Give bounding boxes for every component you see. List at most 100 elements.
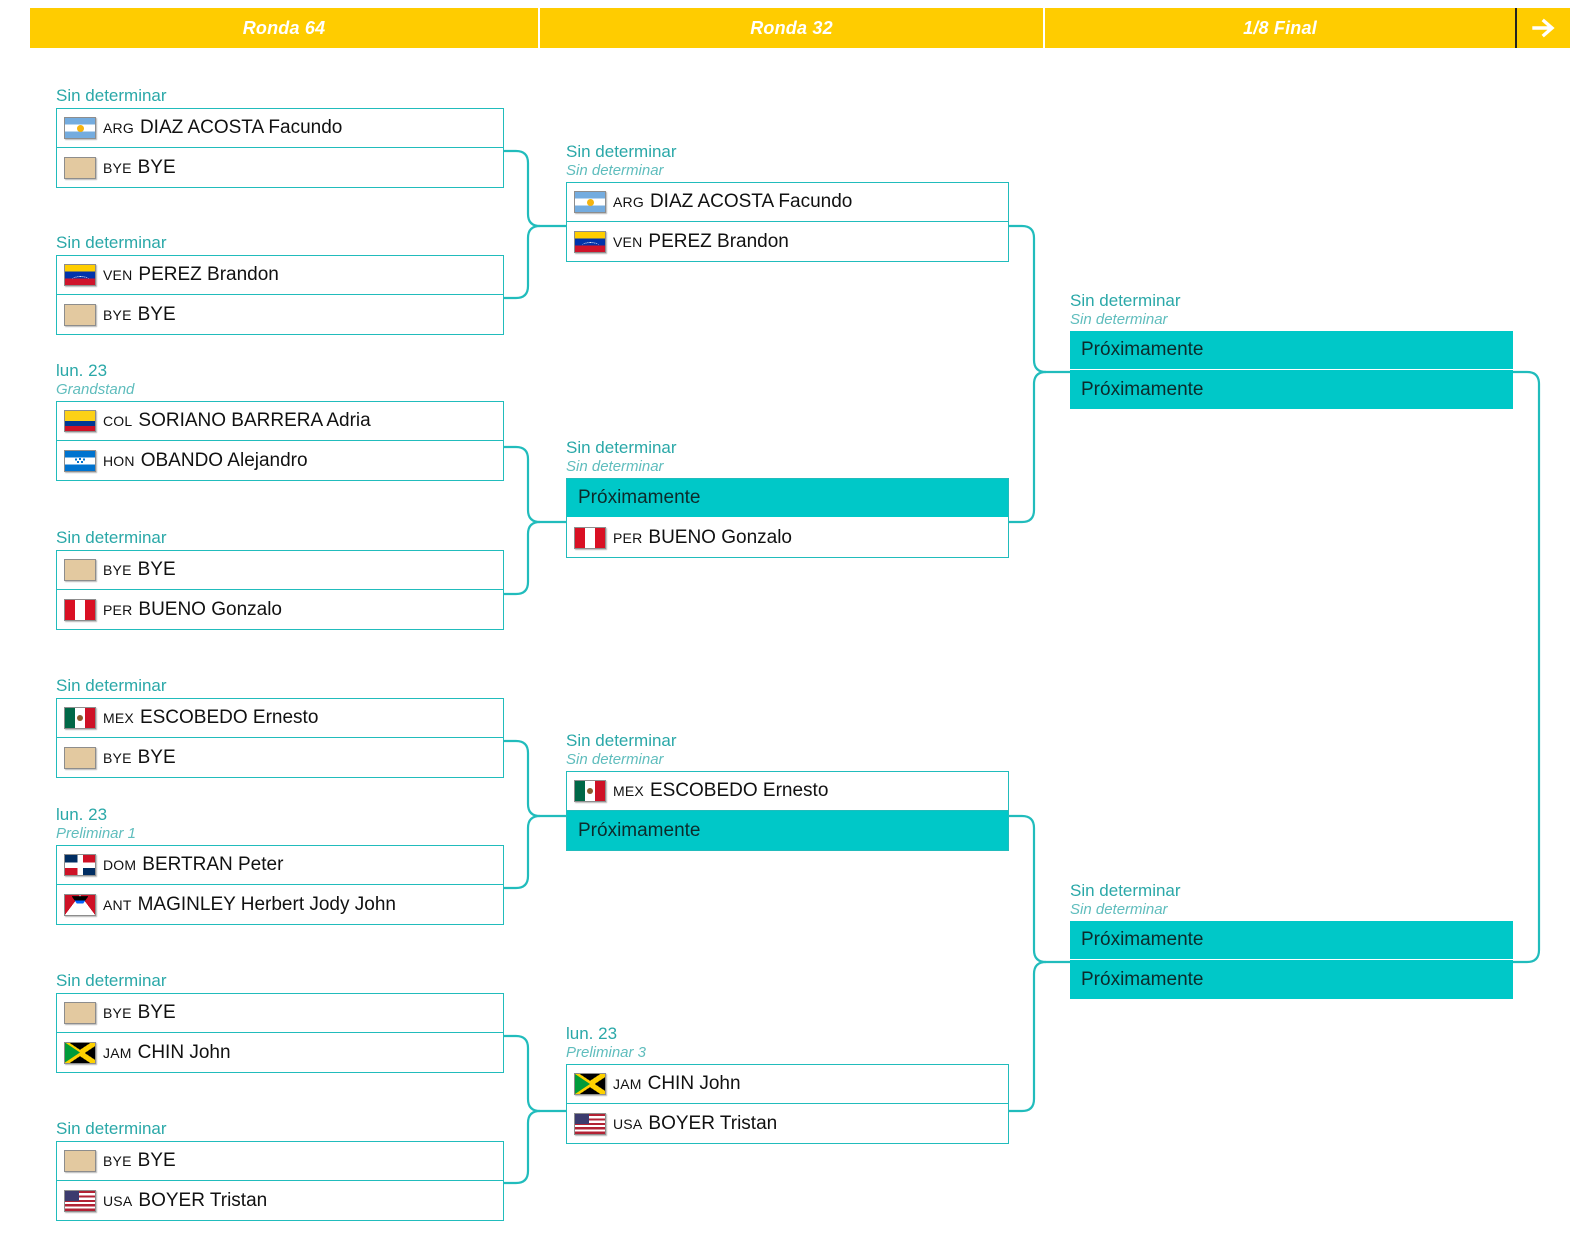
match-court: Preliminar 1 bbox=[56, 825, 137, 842]
flag-hon-icon bbox=[64, 449, 96, 472]
match-date: Sin determinar bbox=[56, 233, 167, 252]
player-row[interactable]: VEN PEREZ Brandon bbox=[57, 256, 503, 295]
next-round-button[interactable] bbox=[1517, 8, 1570, 48]
player-country-code: VEN bbox=[103, 267, 133, 283]
flag-bye-icon bbox=[64, 746, 96, 769]
flag-ant-icon bbox=[64, 893, 96, 916]
player-country-code: JAM bbox=[613, 1076, 642, 1092]
player-row[interactable]: BYE BYE bbox=[57, 148, 503, 187]
player-row[interactable]: BYE BYE bbox=[57, 295, 503, 334]
flag-bye-icon bbox=[64, 559, 96, 581]
flag-ven-icon bbox=[64, 264, 96, 286]
player-row-tba[interactable]: Próximamente bbox=[1070, 921, 1513, 960]
player-row[interactable]: BYE BYE bbox=[57, 551, 503, 590]
match-box: ARG DIAZ ACOSTA Facundo BYE BYE bbox=[56, 108, 504, 188]
match-court: Sin determinar bbox=[1070, 311, 1168, 328]
player-name: DIAZ ACOSTA Facundo bbox=[139, 117, 343, 138]
flag-usa-icon bbox=[64, 1189, 96, 1212]
match-date: Sin determinar bbox=[56, 528, 167, 547]
player-row[interactable]: PER BUENO Gonzalo bbox=[57, 590, 503, 629]
player-name: BYE bbox=[137, 746, 176, 768]
match-r32-2[interactable]: Sin determinar Sin determinar Próximamen… bbox=[566, 438, 1009, 558]
player-name: PEREZ Brandon bbox=[648, 230, 789, 252]
player-row[interactable]: ANT MAGINLEY Herbert Jody John bbox=[57, 885, 503, 924]
match-court: Preliminar 3 bbox=[566, 1044, 647, 1061]
match-date: Sin determinar bbox=[566, 142, 677, 161]
player-row-tba[interactable]: Próximamente bbox=[1070, 960, 1513, 999]
flag-mex-icon bbox=[574, 780, 606, 802]
player-row[interactable]: BYE BYE bbox=[57, 1142, 503, 1181]
player-country-code: DOM bbox=[103, 857, 137, 873]
match-box: COL SORIANO BARRERA Adria HON OBANDO Ale… bbox=[56, 401, 504, 481]
coming-soon-label: Próximamente bbox=[1081, 929, 1204, 950]
player-row-tba[interactable]: Próximamente bbox=[1070, 370, 1513, 409]
match-date: Sin determinar bbox=[1070, 291, 1181, 310]
match-r64-8[interactable]: Sin determinar BYE BYE USA BOYER Tristan bbox=[56, 1119, 504, 1221]
flag-bye-icon bbox=[64, 1002, 96, 1024]
match-r32-1[interactable]: Sin determinar Sin determinar ARG DIAZ A… bbox=[566, 142, 1009, 262]
player-row[interactable]: HON OBANDO Alejandro bbox=[57, 441, 503, 480]
player-row[interactable]: USA BOYER Tristan bbox=[57, 1181, 503, 1220]
player-row[interactable]: COL SORIANO BARRERA Adria bbox=[57, 402, 503, 441]
player-row[interactable]: MEX ESCOBEDO Ernesto bbox=[567, 772, 1008, 811]
player-country-code: PER bbox=[613, 529, 643, 546]
player-name: MAGINLEY Herbert Jody John bbox=[137, 893, 396, 915]
match-octavos-1[interactable]: Sin determinar Sin determinar Próximamen… bbox=[1070, 291, 1513, 409]
player-row[interactable]: ARG DIAZ ACOSTA Facundo bbox=[567, 183, 1008, 222]
player-row[interactable]: DOM BERTRAN Peter bbox=[57, 846, 503, 885]
player-row-tba[interactable]: Próximamente bbox=[567, 811, 1008, 850]
player-row[interactable]: PER BUENO Gonzalo bbox=[567, 518, 1008, 557]
player-country-code: COL bbox=[103, 413, 133, 429]
match-r64-6[interactable]: lun. 23 Preliminar 1 DOM BERTRAN Peter A… bbox=[56, 805, 504, 925]
match-box: DOM BERTRAN Peter ANT MAGINLEY Herbert J… bbox=[56, 845, 504, 925]
match-date: Sin determinar bbox=[56, 676, 167, 695]
match-r64-1[interactable]: Sin determinar ARG DIAZ ACOSTA Facundo B… bbox=[56, 86, 504, 188]
flag-arg-icon bbox=[574, 191, 606, 213]
player-row[interactable]: JAM CHIN John bbox=[57, 1033, 503, 1072]
round-header-octavos[interactable]: 1/8 Final bbox=[1045, 8, 1517, 48]
player-name: OBANDO Alejandro bbox=[140, 449, 308, 471]
player-country-code: BYE bbox=[103, 562, 132, 578]
match-r64-7[interactable]: Sin determinar BYE BYE JAM CHIN John bbox=[56, 971, 504, 1073]
player-country-code: VEN bbox=[613, 233, 643, 250]
player-name: ESCOBEDO Ernesto bbox=[139, 707, 319, 728]
player-country-code: BYE bbox=[103, 1005, 132, 1021]
player-row[interactable]: BYE BYE bbox=[57, 994, 503, 1033]
flag-dom-icon bbox=[64, 854, 96, 876]
match-r32-4[interactable]: lun. 23 Preliminar 3 JAM CHIN John USA B… bbox=[566, 1024, 1009, 1144]
player-name: SORIANO BARRERA Adria bbox=[138, 410, 371, 431]
flag-arg-icon bbox=[64, 117, 96, 139]
player-row[interactable]: JAM CHIN John bbox=[567, 1065, 1008, 1104]
player-country-code: ANT bbox=[103, 896, 132, 913]
player-name: CHIN John bbox=[137, 1041, 231, 1063]
player-row-tba[interactable]: Próximamente bbox=[1070, 331, 1513, 370]
player-country-code: USA bbox=[613, 1115, 643, 1132]
match-r64-2[interactable]: Sin determinar VEN PEREZ Brandon BYE BYE bbox=[56, 233, 504, 335]
player-row[interactable]: MEX ESCOBEDO Ernesto bbox=[57, 699, 503, 738]
player-name: DIAZ ACOSTA Facundo bbox=[649, 191, 853, 212]
match-date: lun. 23 bbox=[56, 805, 108, 824]
player-name: BOYER Tristan bbox=[138, 1189, 268, 1211]
player-row[interactable]: BYE BYE bbox=[57, 738, 503, 777]
match-r64-5[interactable]: Sin determinar MEX ESCOBEDO Ernesto BYE … bbox=[56, 676, 504, 778]
match-date: Sin determinar bbox=[566, 731, 677, 750]
match-box: BYE BYE USA BOYER Tristan bbox=[56, 1141, 504, 1221]
player-name: BYE bbox=[137, 559, 176, 580]
player-row-tba[interactable]: Próximamente bbox=[567, 479, 1008, 518]
player-country-code: JAM bbox=[103, 1044, 132, 1061]
player-row[interactable]: ARG DIAZ ACOSTA Facundo bbox=[57, 109, 503, 148]
match-r64-3[interactable]: lun. 23 Grandstand COL SORIANO BARRERA A… bbox=[56, 361, 504, 481]
flag-usa-icon bbox=[574, 1112, 606, 1135]
match-r32-3[interactable]: Sin determinar Sin determinar MEX ESCOBE… bbox=[566, 731, 1009, 851]
match-octavos-2[interactable]: Sin determinar Sin determinar Próximamen… bbox=[1070, 881, 1513, 999]
match-r64-4[interactable]: Sin determinar BYE BYE PER BUENO Gonzalo bbox=[56, 528, 504, 630]
flag-bye-icon bbox=[64, 303, 96, 326]
player-country-code: BYE bbox=[103, 1153, 132, 1169]
flag-bye-icon bbox=[64, 1150, 96, 1172]
player-row[interactable]: VEN PEREZ Brandon bbox=[567, 222, 1008, 261]
player-row[interactable]: USA BOYER Tristan bbox=[567, 1104, 1008, 1143]
match-box: Próximamente Próximamente bbox=[1070, 921, 1513, 999]
round-header-ronda-32[interactable]: Ronda 32 bbox=[540, 8, 1045, 48]
match-court: Sin determinar bbox=[566, 162, 664, 179]
round-header-ronda-64[interactable]: Ronda 64 bbox=[30, 8, 540, 48]
